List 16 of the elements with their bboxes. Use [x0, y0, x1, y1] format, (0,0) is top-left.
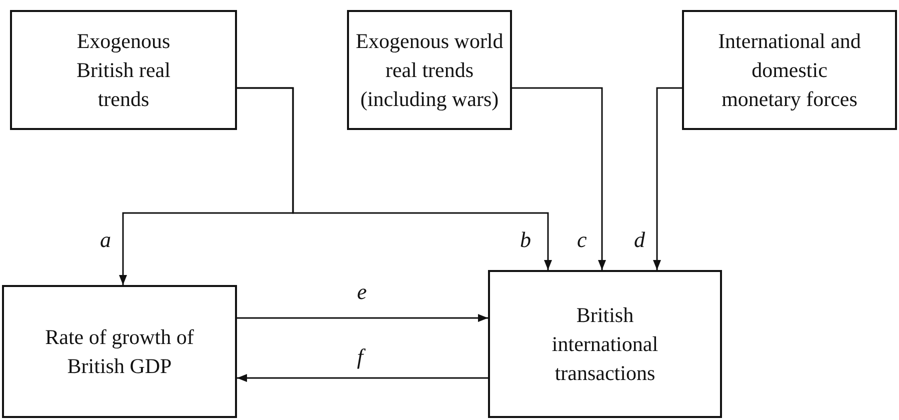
arrow	[237, 87, 552, 270]
text-box	[488, 270, 722, 418]
box-text: British international transactions	[550, 302, 660, 386]
text-box	[2, 285, 237, 418]
edge-label: f	[355, 346, 366, 368]
arrow	[237, 374, 488, 382]
box-text: Exogenous world real trends (including wars)	[354, 28, 504, 112]
text-box	[682, 10, 897, 130]
text-box	[10, 10, 237, 130]
box-text: Exogenous British real trends	[76, 28, 172, 112]
arrow	[512, 87, 606, 270]
arrow	[653, 87, 682, 270]
text-box	[347, 10, 512, 130]
arrow	[237, 314, 488, 322]
box-text: Rate of growth of British GDP	[44, 324, 195, 380]
box-text: International and domestic monetary forces	[717, 28, 862, 112]
